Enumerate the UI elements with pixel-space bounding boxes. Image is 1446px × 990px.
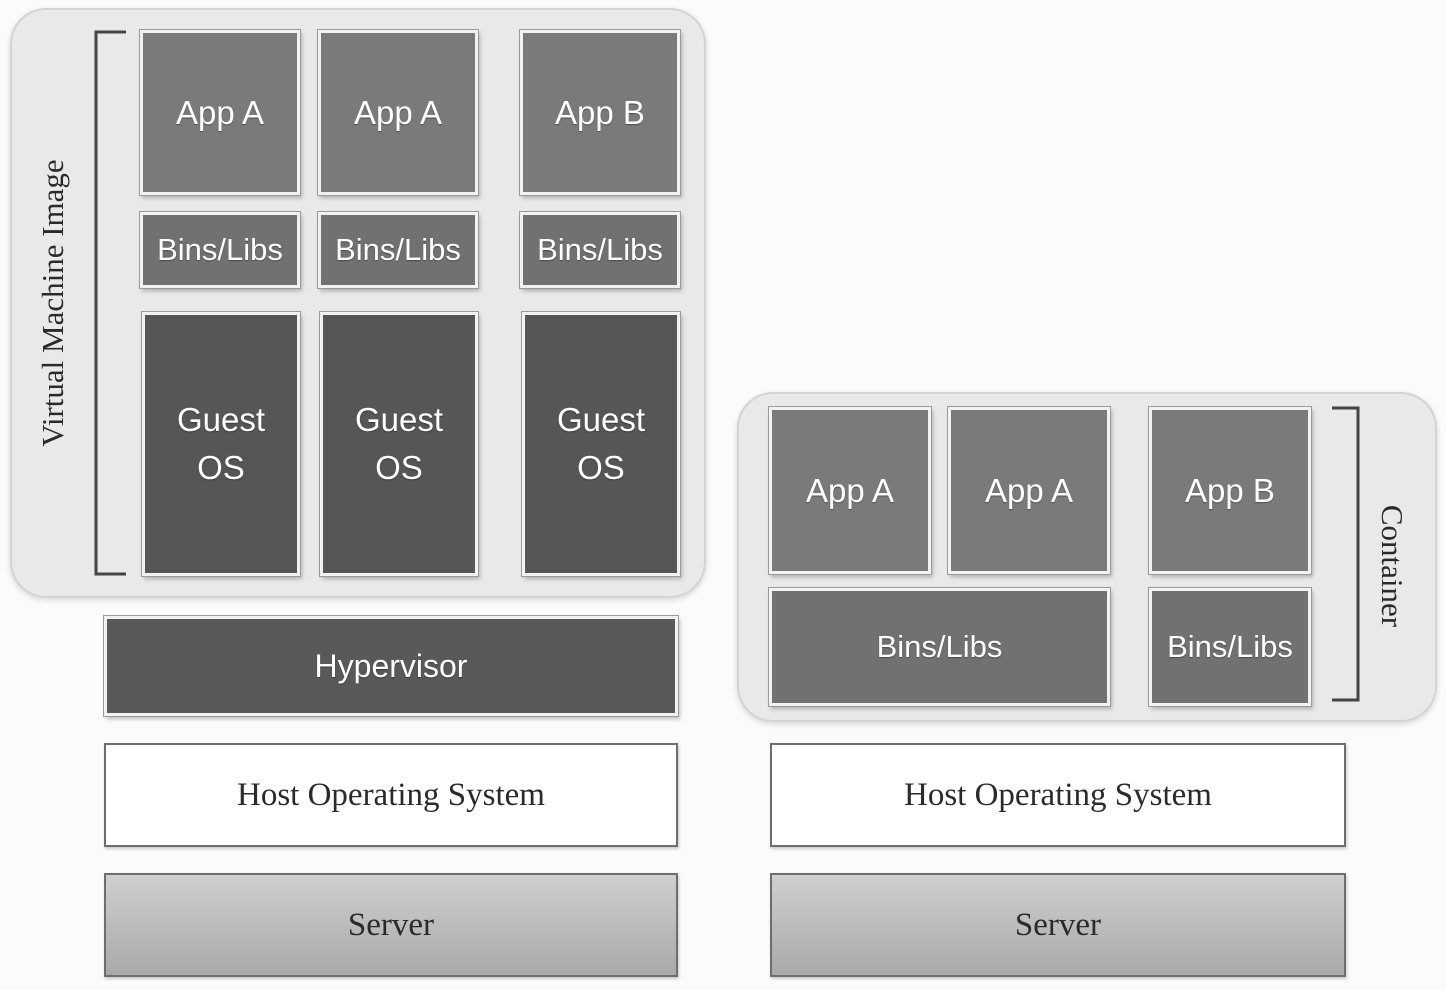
vm-host-os-box: Host Operating System [104, 743, 678, 847]
container-bins-box-1: Bins/Libs [769, 588, 1110, 706]
vm-bins-box-1: Bins/Libs [140, 212, 300, 288]
container-app-box-3: App B [1149, 407, 1311, 574]
guest-os-line1: Guest [556, 401, 646, 438]
vm-app-box-3: App B [520, 30, 680, 195]
vm-bins-box-3: Bins/Libs [520, 212, 680, 288]
guest-os-line1: Guest [354, 401, 444, 438]
container-app-box-2: App A [948, 407, 1110, 574]
guest-os-line1: Guest [176, 401, 266, 438]
vm-image-label: Virtual Machine Image [35, 159, 70, 447]
container-label: Container [1375, 504, 1410, 628]
vm-server-box: Server [104, 873, 678, 977]
container-host-os-box: Host Operating System [770, 743, 1346, 847]
vm-bins-box-2: Bins/Libs [318, 212, 478, 288]
container-bracket [1332, 406, 1360, 702]
container-bins-box-2: Bins/Libs [1149, 588, 1311, 706]
guest-os-line2: OS [375, 449, 423, 486]
hypervisor-box: Hypervisor [104, 616, 678, 716]
vm-app-box-2: App A [318, 30, 478, 195]
vm-app-box-1: App A [140, 30, 300, 195]
guest-os-line2: OS [577, 449, 625, 486]
guest-os-line2: OS [197, 449, 245, 486]
vm-bracket [94, 30, 126, 576]
container-server-box: Server [770, 873, 1346, 977]
container-app-box-1: App A [769, 407, 931, 574]
